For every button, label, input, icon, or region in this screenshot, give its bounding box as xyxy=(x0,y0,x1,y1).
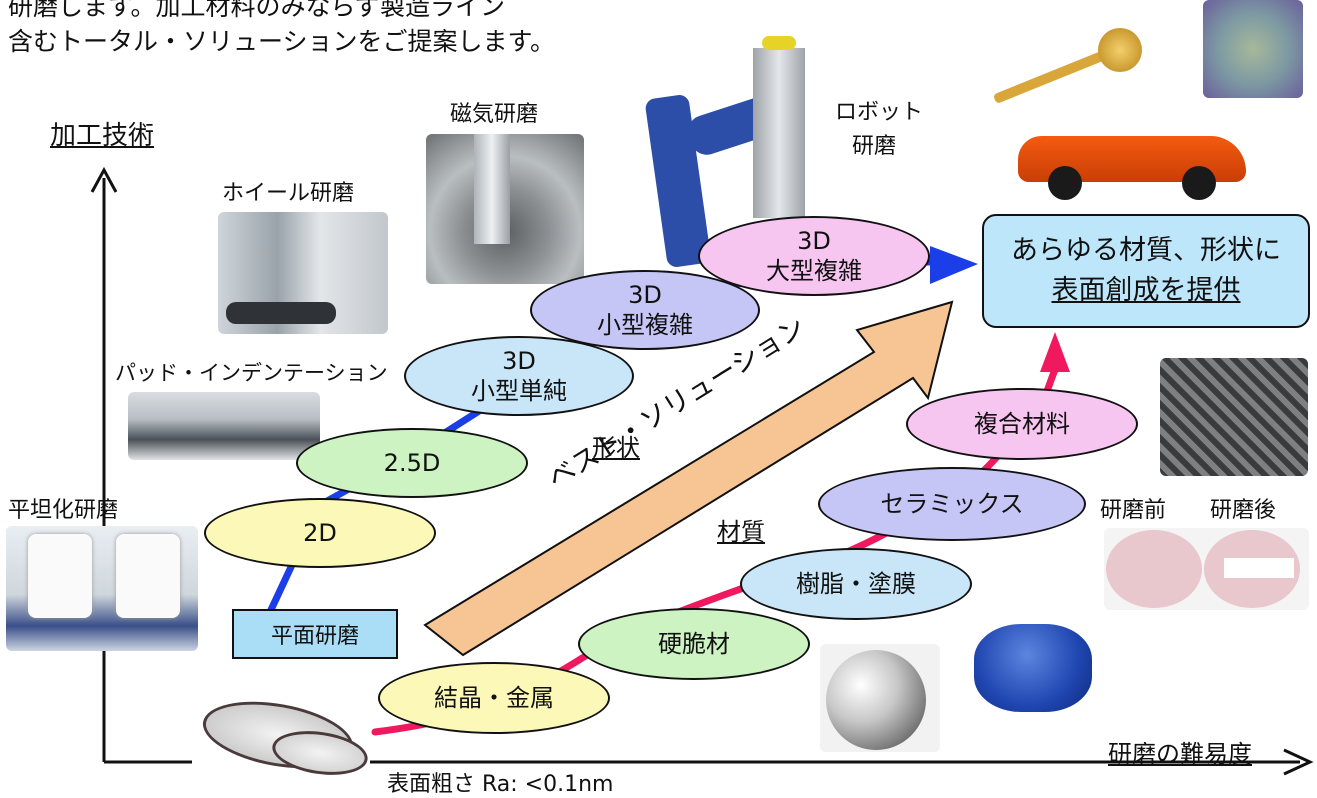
material-hard-brittle-label: 硬脆材 xyxy=(658,630,730,658)
shape-3d-complex-small-label-1: 3D xyxy=(628,281,662,309)
x-axis-label: 研磨の難易度 xyxy=(1108,740,1252,768)
y-axis-label: 加工技術 xyxy=(50,121,155,151)
before-polish-label: 研磨前 xyxy=(1100,498,1167,523)
material-composite-label: 複合材料 xyxy=(974,410,1070,438)
shape-3d-complex-large-label-1: 3D xyxy=(797,227,831,255)
goal-box: あらゆる材質、形状に 表面創成を提供 xyxy=(982,214,1310,328)
intro-line-2: 含むトータル・ソリューションをご提案します。 xyxy=(8,27,556,56)
after-polish-label: 研磨後 xyxy=(1210,498,1277,523)
shape-3d-simple-label-2: 小型単純 xyxy=(471,377,567,405)
wheel-polish-label: ホイール研磨 xyxy=(222,181,355,206)
blue-pad-photo xyxy=(964,616,1104,720)
shape-3d-complex-large-label-2: 大型複雑 xyxy=(766,257,862,285)
shape-3d-complex-small-ellipse: 3D 小型複雑 xyxy=(530,270,760,350)
material-chain-arrowhead xyxy=(1040,332,1070,372)
robot-polish-label-2: 研磨 xyxy=(852,134,897,159)
material-composite-ellipse: 複合材料 xyxy=(906,388,1138,460)
material-ceramics-ellipse: セラミックス xyxy=(818,467,1086,541)
y-axis-arrowhead xyxy=(90,166,118,193)
pad-indentation-label: パッド・インデンテーション xyxy=(115,361,388,385)
shape-25d-label: 2.5D xyxy=(383,449,441,477)
flat-polisher-photo xyxy=(6,526,198,651)
material-crystal-metal-label: 結晶・金属 xyxy=(434,684,554,712)
flat-polish-label: 平坦化研磨 xyxy=(8,498,119,523)
shape-3d-complex-large-ellipse: 3D 大型複雑 xyxy=(698,216,930,296)
lens-disks-photo xyxy=(192,686,370,794)
shape-25d-ellipse: 2.5D xyxy=(296,428,528,498)
material-resin-coating-label: 樹脂・塗膜 xyxy=(796,570,916,598)
shape-flat-label: 平面研磨 xyxy=(270,624,359,649)
shape-flat-box: 平面研磨 xyxy=(232,609,398,659)
material-hard-brittle-ellipse: 硬脆材 xyxy=(578,608,810,680)
shape-3d-simple-ellipse: 3D 小型単純 xyxy=(404,336,634,416)
material-ceramics-label: セラミックス xyxy=(880,490,1024,518)
magnetic-polish-photo xyxy=(426,134,584,284)
wafer-photo xyxy=(1203,0,1303,98)
shape-3d-complex-small-label-2: 小型複雑 xyxy=(597,311,693,339)
goal-line-2: 表面創成を提供 xyxy=(1051,275,1241,306)
intro-line-1: 研磨します。加工材料のみならず製造ライン xyxy=(8,0,506,21)
shape-caption: 形状 xyxy=(592,434,640,462)
robot-polish-label-1: ロボット xyxy=(835,100,924,125)
shape-2d-ellipse: 2D xyxy=(204,498,436,568)
x-axis-arrowhead xyxy=(1283,748,1314,776)
goal-line-1: あらゆる材質、形状に xyxy=(1011,235,1281,266)
magnetic-polish-label: 磁気研磨 xyxy=(450,102,539,127)
roughness-label: 表面粗さ Ra: <0.1nm xyxy=(387,772,614,797)
material-resin-coating-ellipse: 樹脂・塗膜 xyxy=(740,548,972,620)
carbon-fiber-photo xyxy=(1160,358,1308,476)
best-solution-arrow xyxy=(423,300,954,657)
material-caption: 材質 xyxy=(717,518,765,546)
shape-chain-arrowhead xyxy=(930,246,978,284)
pad-indentation-photo xyxy=(128,392,320,460)
wheel-polish-photo xyxy=(218,212,388,334)
material-crystal-metal-ellipse: 結晶・金属 xyxy=(378,662,610,734)
shape-2d-label: 2D xyxy=(303,519,337,547)
metal-ball-photo xyxy=(820,644,940,752)
sports-car-photo xyxy=(1012,112,1252,202)
shape-3d-simple-label-1: 3D xyxy=(502,347,536,375)
trumpet-photo xyxy=(970,22,1152,112)
before-after-photo xyxy=(1104,528,1309,610)
